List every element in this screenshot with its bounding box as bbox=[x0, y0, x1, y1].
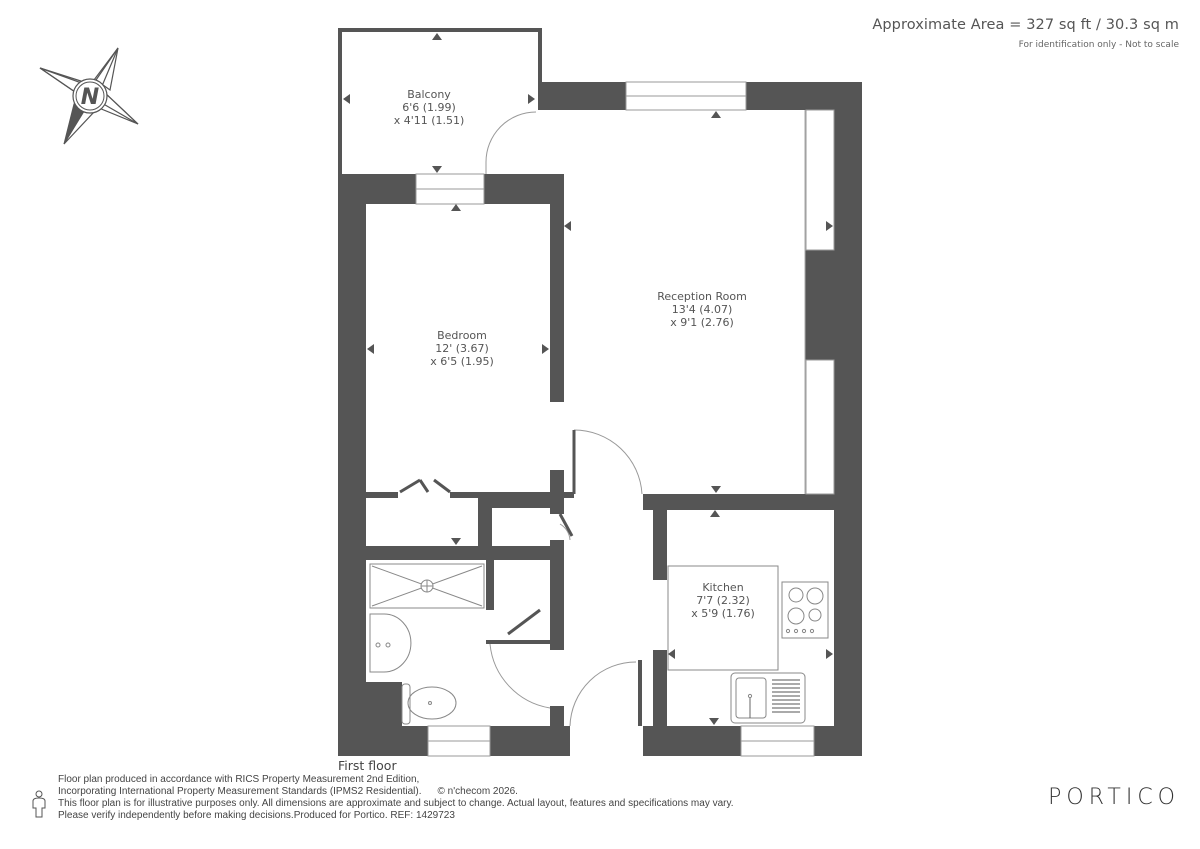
disclaimer-line: This floor plan is for illustrative purp… bbox=[58, 798, 734, 809]
room-label-balcony: Balcony 6'6 (1.99) x 4'11 (1.51) bbox=[394, 88, 465, 127]
room-dimension: 13'4 (4.07) bbox=[671, 303, 733, 316]
copyright: © n'checom 2026. bbox=[437, 786, 518, 797]
walls bbox=[338, 28, 862, 756]
disclaimer: Floor plan produced in accordance with R… bbox=[58, 774, 734, 822]
person-info-icon bbox=[32, 790, 46, 818]
room-name: Bedroom bbox=[437, 329, 487, 342]
room-dimension: x 4'11 (1.51) bbox=[393, 114, 465, 127]
door-swings bbox=[485, 111, 643, 727]
room-name: Reception Room bbox=[657, 290, 747, 303]
room-name: Kitchen bbox=[702, 581, 744, 594]
brand-logo: PORTICO bbox=[1048, 785, 1180, 810]
door-leaves bbox=[399, 430, 576, 636]
compass-label: N bbox=[81, 85, 99, 110]
room-dimension: 7'7 (2.32) bbox=[696, 594, 750, 607]
room-dimension: x 6'5 (1.95) bbox=[430, 355, 494, 368]
room-label-kitchen: Kitchen 7'7 (2.32) x 5'9 (1.76) bbox=[691, 581, 755, 620]
drainer bbox=[772, 679, 800, 713]
disclaimer-line: Floor plan produced in accordance with R… bbox=[58, 774, 420, 785]
room-label-bedroom: Bedroom 12' (3.67) x 6'5 (1.95) bbox=[430, 329, 494, 368]
room-label-reception: Reception Room 13'4 (4.07) x 9'1 (2.76) bbox=[657, 290, 747, 329]
windows bbox=[415, 81, 835, 757]
floor-label: First floor bbox=[338, 758, 397, 773]
compass-north-icon: N bbox=[39, 47, 139, 145]
room-dimension: x 9'1 (2.76) bbox=[670, 316, 734, 329]
room-name: Balcony bbox=[407, 88, 451, 101]
fixtures bbox=[369, 563, 829, 725]
area-subtitle: For identification only - Not to scale bbox=[1018, 40, 1179, 50]
room-dimension: x 5'9 (1.76) bbox=[691, 607, 755, 620]
room-dimension: 12' (3.67) bbox=[435, 342, 489, 355]
room-dimension: 6'6 (1.99) bbox=[402, 101, 456, 114]
disclaimer-line: Please verify independently before makin… bbox=[58, 810, 455, 821]
disclaimer-line: Incorporating International Property Mea… bbox=[58, 786, 422, 797]
dimension-arrows bbox=[343, 33, 833, 725]
area-title: Approximate Area = 327 sq ft / 30.3 sq m bbox=[872, 17, 1179, 33]
